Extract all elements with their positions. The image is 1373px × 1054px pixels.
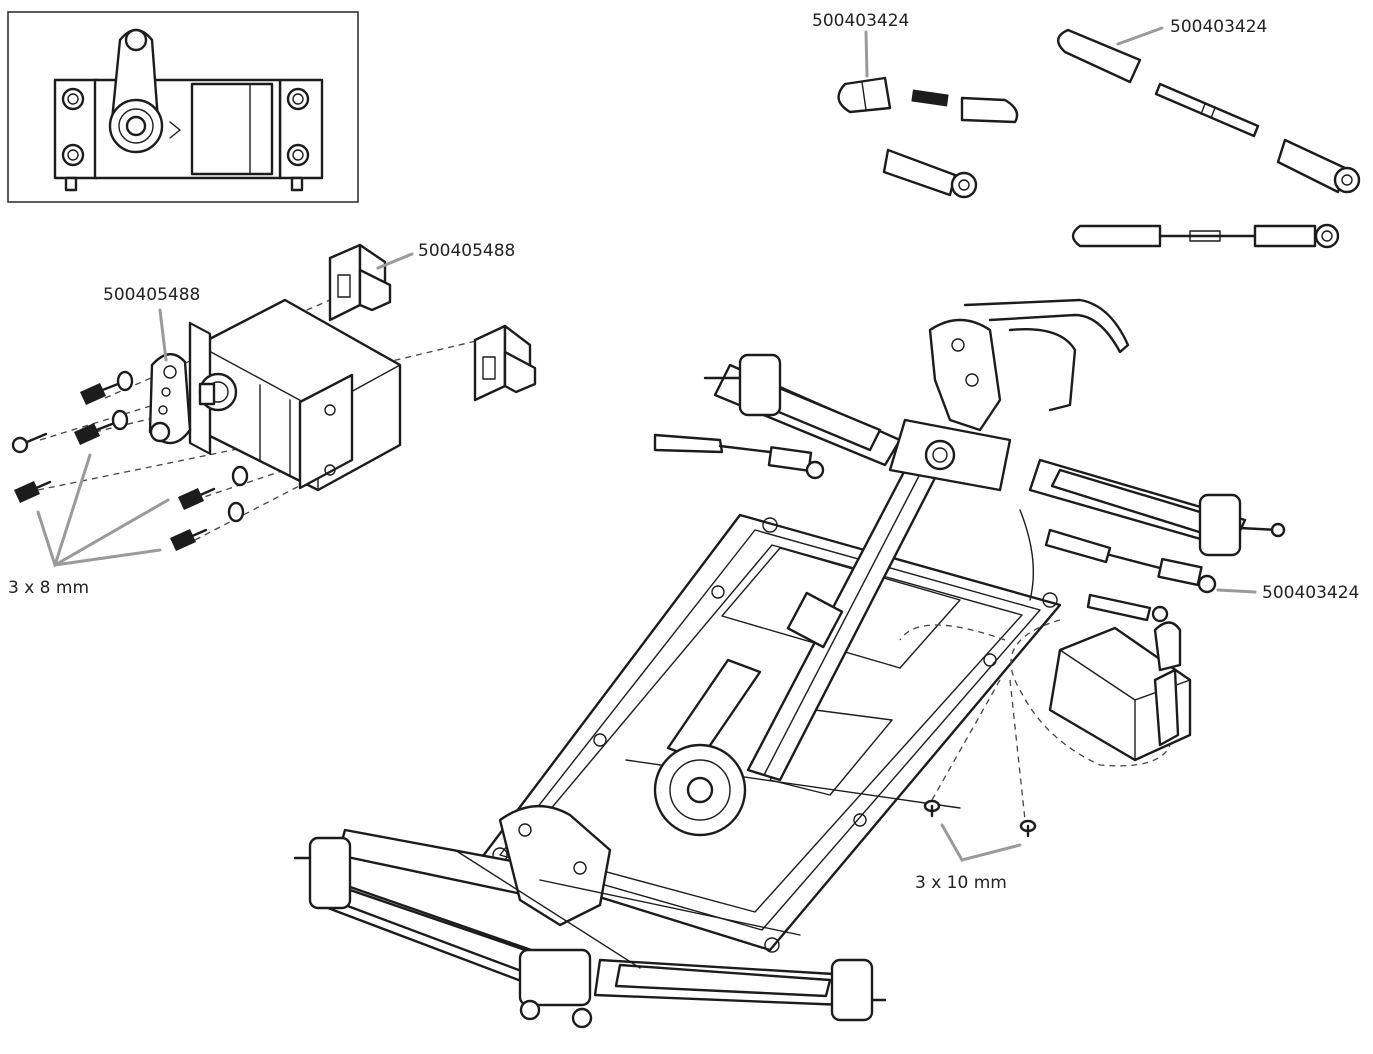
turnbuckle-rod bbox=[1154, 82, 1260, 138]
rod-end bbox=[882, 148, 978, 199]
callout-link-right: 500403424 bbox=[1170, 17, 1267, 37]
callout-link-left: 500403424 bbox=[812, 11, 909, 31]
rod-end bbox=[1276, 138, 1361, 194]
servo-screw bbox=[80, 382, 120, 405]
installed-servo bbox=[1048, 593, 1192, 762]
servo-pin bbox=[11, 432, 48, 454]
servo-body bbox=[188, 298, 402, 492]
rear-suspension bbox=[293, 743, 887, 1029]
callout-servo-horn: 500405488 bbox=[103, 285, 200, 305]
servo-mount-upper bbox=[328, 243, 392, 322]
servo-screw bbox=[74, 422, 114, 445]
servo-screw bbox=[170, 528, 208, 551]
label-servo-screws: 3 x 8 mm bbox=[8, 578, 89, 598]
inset-servo-front-view bbox=[7, 11, 359, 203]
servo-mount-lower bbox=[473, 324, 537, 402]
chassis-assembly bbox=[293, 298, 1286, 1029]
link-threaded-insert bbox=[911, 89, 949, 107]
ball-cup bbox=[960, 96, 1019, 124]
front-suspension bbox=[653, 298, 1286, 601]
steering-link-parts bbox=[837, 26, 1361, 249]
chassis-screw bbox=[1019, 819, 1037, 838]
chassis-screw bbox=[923, 799, 941, 818]
assembled-link bbox=[1071, 223, 1340, 249]
servo-exploded-view bbox=[11, 243, 537, 568]
label-chassis-screws: 3 x 10 mm bbox=[915, 873, 1007, 893]
ball-cup bbox=[1057, 28, 1142, 84]
callout-servo-mount: 500405488 bbox=[418, 241, 515, 261]
inset-bearing bbox=[61, 87, 310, 167]
callout-chassis-link: 500403424 bbox=[1262, 583, 1359, 603]
servo-screw bbox=[14, 480, 52, 503]
washer bbox=[111, 370, 249, 523]
servo-horn bbox=[148, 353, 192, 445]
servo-screw bbox=[178, 487, 216, 510]
ball-cup bbox=[837, 76, 892, 114]
